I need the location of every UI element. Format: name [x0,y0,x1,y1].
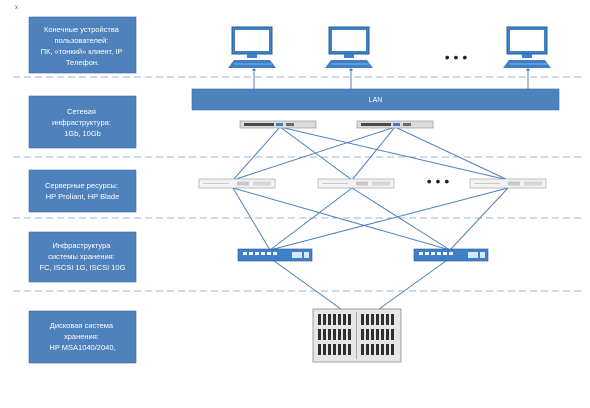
link-line [351,126,396,181]
storage-switches [237,248,489,262]
layer-line: HP Proliant, HP Blade [46,192,120,201]
lan-label: LAN [369,97,383,104]
desktop-computer-icon [228,26,276,68]
connector-dot [252,68,256,72]
layer-line: 1Gb, 10Gb [64,129,101,138]
layer-line: пользователей: [55,36,109,45]
layer-network-infrastructure: Сетевая инфраструктура: 1Gb, 10Gb [28,95,137,149]
desktop-computer-icon [503,26,551,68]
layer-line: Серверные ресурсы: [45,181,118,190]
layer-line: HP MSA1040/2040, [49,343,115,352]
layer-line: Конечные устройства [44,25,120,34]
layer-line: Дисковая система [50,321,114,330]
network-switch-icon [356,120,434,129]
layer-server-resources: Серверные ресурсы: HP Proliant, HP Blade [28,169,137,213]
link-line [232,187,271,251]
disk-array-icon [312,308,402,363]
layer-line: хранения: [64,332,99,341]
link-line [269,187,509,251]
workstations-ellipsis: • • • [445,49,468,65]
link-line [279,126,509,181]
layer-line: Сетевая [67,107,96,116]
layer-end-user-devices: Конечные устройства пользователей: ПК, «… [28,16,137,74]
rack-server-icon [198,178,276,189]
corner-mark: x [15,5,18,11]
desktop-computer-icon [325,26,373,68]
layer-line: инфраструктура: [52,118,111,127]
workstations [228,26,551,72]
layer-line: FC, ISCSI 1G, ISCSI 10G [40,263,126,272]
layer-line: системы хранения: [48,252,115,261]
rack-server-icon [469,178,547,189]
link-line [351,187,451,251]
link-line [269,187,353,251]
layer-storage-infrastructure: Инфраструктура системы хранения: FC, ISC… [28,231,137,283]
network-switches [239,120,434,129]
link-line [232,126,281,181]
layer-line: Инфраструктура [52,241,111,250]
svg-text:Сетевая инфраструктура: Сетевая инфраструктура: 1Gb, 10Gb [52,107,113,138]
link-line [449,187,509,251]
svg-text:Инфраструктура системы: Инфраструктура системы хранения: FC, ISC… [40,241,126,272]
connector-dot [349,68,353,72]
layer-separators [13,76,583,292]
network-switch-icon [239,120,317,129]
rack-server-icon [317,178,395,189]
svg-text:Дисковая система хране: Дисковая система хранения: HP MSA1040/20… [49,321,115,352]
link-line [269,257,346,313]
layer-line: ПК, «тонкий» клиент, IP [41,47,123,56]
svg-text:Конечные устройства по: Конечные устройства пользователей: ПК, «… [41,25,125,67]
link-line [279,126,353,181]
storage-switch-icon [413,248,489,262]
layer-labels: Конечные устройства пользователей: ПК, «… [28,16,137,364]
layer-disk-storage: Дисковая система хранения: HP MSA1040/20… [28,310,137,364]
lan-bar: LAN [191,88,560,111]
link-line [232,187,451,251]
link-line [394,126,509,181]
svg-text:Серверные ресурсы: HP: Серверные ресурсы: HP Proliant, HP Blade [45,181,120,201]
storage-switch-icon [237,248,313,262]
servers-ellipsis: • • • [427,173,450,189]
connector-dot [526,68,530,72]
link-line [232,126,396,181]
layer-line: Телефон. [66,58,99,67]
servers [198,178,547,189]
link-line [374,257,451,313]
connection-links [232,72,529,313]
